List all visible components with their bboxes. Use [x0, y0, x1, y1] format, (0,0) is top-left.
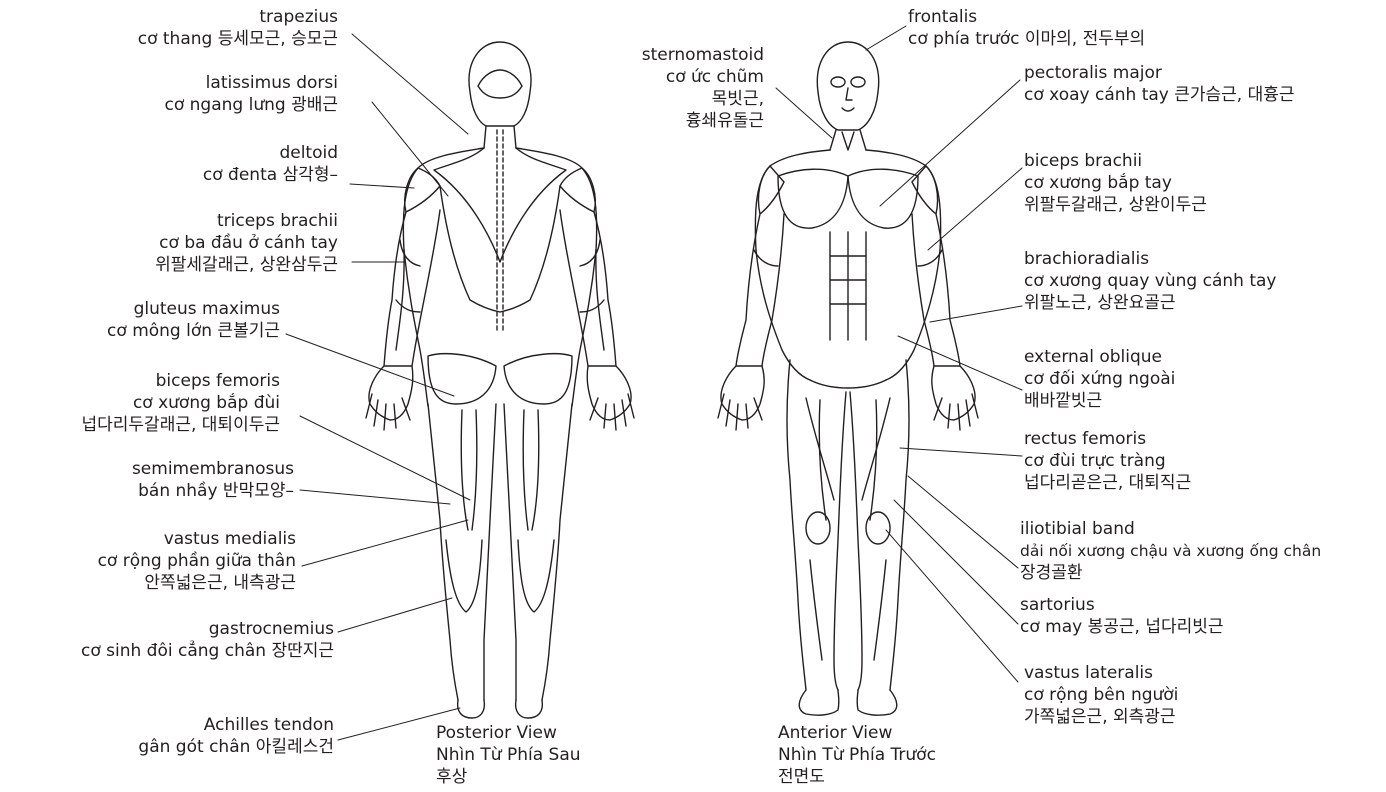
label-biceps-brachii-en: biceps brachii	[1024, 150, 1207, 172]
anterior-view-title-en: Anterior View	[778, 722, 936, 744]
label-vastus-medialis-ko: 안쪽넓은근, 내측광근	[0, 572, 296, 594]
label-trapezius-en: trapezius	[0, 6, 338, 28]
label-trapezius: trapezius cơ thang 등세모근, 승모근	[0, 6, 338, 50]
label-brachioradialis-vi: cơ xương quay vùng cánh tay	[1024, 270, 1276, 292]
label-brachioradialis: brachioradialis cơ xương quay vùng cánh …	[1024, 248, 1276, 314]
label-achilles-tendon-vi-ko: gân gót chân 아킬레스건	[0, 736, 334, 758]
label-external-oblique-ko: 배바깥빗근	[1024, 390, 1175, 412]
label-sternomastoid: sternomastoid cơ ức chũm 목빗근, 흉쇄유돌근	[600, 44, 764, 132]
label-pectoralis-major: pectoralis major cơ xoay cánh tay 큰가슴근, …	[1024, 62, 1295, 106]
anterior-view-title-vi: Nhìn Từ Phía Trước	[778, 744, 936, 766]
label-brachioradialis-ko: 위팔노근, 상완요골근	[1024, 292, 1276, 314]
label-vastus-lateralis: vastus lateralis cơ rộng bên người 가쪽넓은근…	[1024, 662, 1178, 728]
label-sternomastoid-en: sternomastoid	[600, 44, 764, 66]
label-frontalis-vi-ko: cơ phía trước 이마의, 전두부의	[908, 28, 1145, 50]
label-triceps-brachii-en: triceps brachii	[0, 210, 338, 232]
label-iliotibial-band-ko: 장경골환	[1020, 562, 1321, 584]
label-vastus-medialis-vi: cơ rộng phần giữa thân	[0, 550, 296, 572]
label-rectus-femoris: rectus femoris cơ đùi trực tràng 넙다리곧은근,…	[1024, 428, 1191, 494]
label-biceps-femoris: biceps femoris cơ xương bắp đùi 넙다리두갈래근,…	[0, 370, 280, 436]
label-rectus-femoris-en: rectus femoris	[1024, 428, 1191, 450]
label-sartorius: sartorius cơ may 봉공근, 넙다리빗근	[1020, 594, 1224, 638]
label-biceps-femoris-en: biceps femoris	[0, 370, 280, 392]
label-sartorius-vi-ko: cơ may 봉공근, 넙다리빗근	[1020, 616, 1224, 638]
label-deltoid-vi-ko: cơ đenta 삼각형–	[0, 164, 338, 186]
anterior-view-title-ko: 전면도	[778, 766, 936, 788]
posterior-view-title-vi: Nhìn Từ Phía Sau	[436, 744, 581, 766]
label-external-oblique-en: external oblique	[1024, 346, 1175, 368]
label-external-oblique: external oblique cơ đối xứng ngoài 배바깥빗근	[1024, 346, 1175, 412]
label-biceps-brachii: biceps brachii cơ xương bắp tay 위팔두갈래근, …	[1024, 150, 1207, 216]
label-gastrocnemius: gastrocnemius cơ sinh đôi cẳng chân 장딴지근	[0, 618, 334, 662]
label-biceps-femoris-vi: cơ xương bắp đùi	[0, 392, 280, 414]
label-rectus-femoris-ko: 넙다리곧은근, 대퇴직근	[1024, 472, 1191, 494]
label-vastus-medialis: vastus medialis cơ rộng phần giữa thân 안…	[0, 528, 296, 594]
label-iliotibial-band-en: iliotibial band	[1020, 518, 1321, 540]
label-vastus-lateralis-vi: cơ rộng bên người	[1024, 684, 1178, 706]
label-sternomastoid-ko-2: 흉쇄유돌근	[600, 110, 764, 132]
label-vastus-lateralis-ko: 가쪽넓은근, 외측광근	[1024, 706, 1178, 728]
label-vastus-medialis-en: vastus medialis	[0, 528, 296, 550]
label-gluteus-maximus-en: gluteus maximus	[0, 298, 280, 320]
label-gastrocnemius-vi-ko: cơ sinh đôi cẳng chân 장딴지근	[0, 640, 334, 662]
label-iliotibial-band-vi: dải nối xương chậu và xương ống chân	[1020, 540, 1321, 562]
label-latissimus-dorsi: latissimus dorsi cơ ngang lưng 광배근	[0, 72, 338, 116]
label-triceps-brachii-ko: 위팔세갈래근, 상완삼두근	[0, 254, 338, 276]
posterior-figure	[366, 42, 634, 718]
label-pectoralis-major-en: pectoralis major	[1024, 62, 1295, 84]
label-latissimus-dorsi-en: latissimus dorsi	[0, 72, 338, 94]
label-vastus-lateralis-en: vastus lateralis	[1024, 662, 1178, 684]
label-semimembranosus-en: semimembranosus	[0, 458, 294, 480]
label-triceps-brachii-vi: cơ ba đầu ở cánh tay	[0, 232, 338, 254]
label-sternomastoid-ko-1: 목빗근,	[600, 88, 764, 110]
label-pectoralis-major-vi-ko: cơ xoay cánh tay 큰가슴근, 대흉근	[1024, 84, 1295, 106]
label-iliotibial-band: iliotibial band dải nối xương chậu và xư…	[1020, 518, 1321, 584]
label-biceps-brachii-ko: 위팔두갈래근, 상완이두근	[1024, 194, 1207, 216]
label-rectus-femoris-vi: cơ đùi trực tràng	[1024, 450, 1191, 472]
label-sartorius-en: sartorius	[1020, 594, 1224, 616]
anterior-figure	[718, 42, 978, 715]
label-biceps-brachii-vi: cơ xương bắp tay	[1024, 172, 1207, 194]
label-semimembranosus: semimembranosus bán nhầy 반막모양–	[0, 458, 294, 502]
label-external-oblique-vi: cơ đối xứng ngoài	[1024, 368, 1175, 390]
label-frontalis-en: frontalis	[908, 6, 1145, 28]
label-gastrocnemius-en: gastrocnemius	[0, 618, 334, 640]
label-deltoid-en: deltoid	[0, 142, 338, 164]
label-biceps-femoris-ko: 넙다리두갈래근, 대퇴이두근	[0, 414, 280, 436]
label-latissimus-dorsi-vi-ko: cơ ngang lưng 광배근	[0, 94, 338, 116]
posterior-view-title-ko: 후상	[436, 766, 581, 788]
label-sternomastoid-vi: cơ ức chũm	[600, 66, 764, 88]
anterior-view-title: Anterior View Nhìn Từ Phía Trước 전면도	[778, 722, 936, 788]
label-gluteus-maximus-vi-ko: cơ mông lớn 큰볼기근	[0, 320, 280, 342]
label-deltoid: deltoid cơ đenta 삼각형–	[0, 142, 338, 186]
label-gluteus-maximus: gluteus maximus cơ mông lớn 큰볼기근	[0, 298, 280, 342]
label-achilles-tendon-en: Achilles tendon	[0, 714, 334, 736]
label-frontalis: frontalis cơ phía trước 이마의, 전두부의	[908, 6, 1145, 50]
label-triceps-brachii: triceps brachii cơ ba đầu ở cánh tay 위팔세…	[0, 210, 338, 276]
label-brachioradialis-en: brachioradialis	[1024, 248, 1276, 270]
label-semimembranosus-vi-ko: bán nhầy 반막모양–	[0, 480, 294, 502]
label-achilles-tendon: Achilles tendon gân gót chân 아킬레스건	[0, 714, 334, 758]
posterior-view-title-en: Posterior View	[436, 722, 581, 744]
label-trapezius-vi-ko: cơ thang 등세모근, 승모근	[0, 28, 338, 50]
posterior-view-title: Posterior View Nhìn Từ Phía Sau 후상	[436, 722, 581, 788]
